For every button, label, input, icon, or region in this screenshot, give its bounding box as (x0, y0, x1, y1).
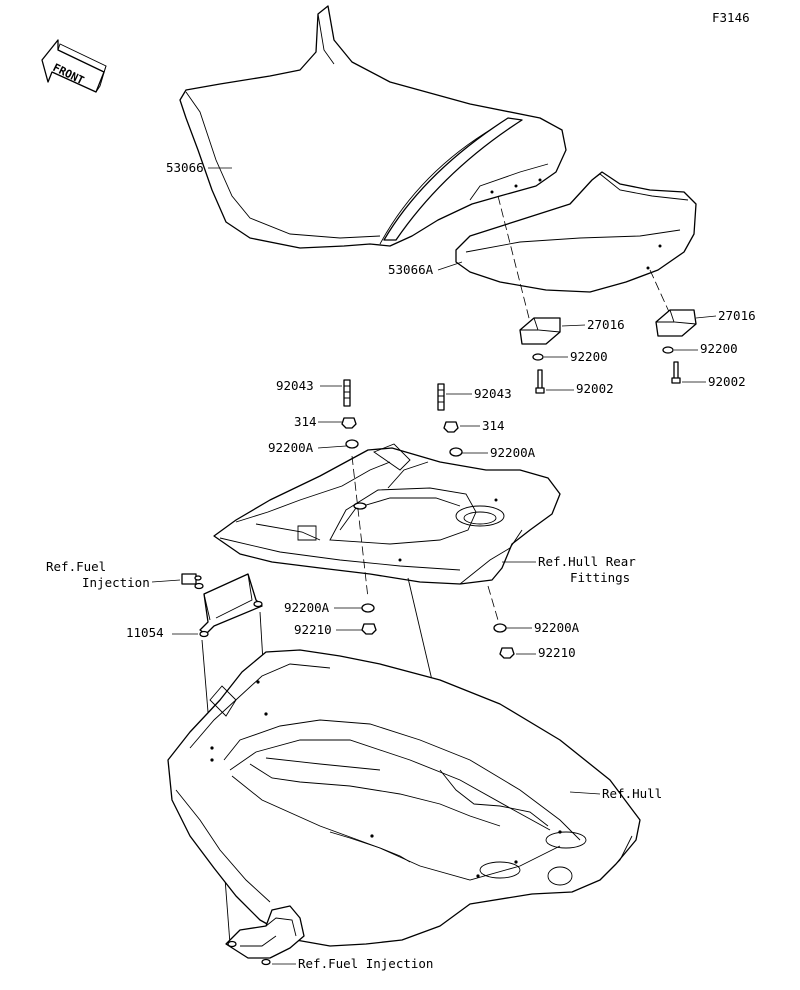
leader-bracket-a (561, 324, 586, 327)
front-seat (179, 5, 567, 249)
label-bracket-a: 27016 (587, 317, 625, 332)
label-nut-left: 314 (294, 414, 317, 429)
leader-seat-rear (437, 261, 463, 271)
front-arrow-icon: FRONT (41, 39, 107, 93)
rear-fitting (213, 443, 561, 585)
leader-ref-fuel (151, 579, 181, 583)
assembly-line-seat-rear (649, 269, 671, 315)
nut-low-left-icon (361, 623, 377, 635)
washer-low-left-icon (361, 603, 375, 613)
label-seat-front: 53066 (166, 160, 204, 175)
label-nut-low-right: 92210 (538, 645, 576, 660)
diagram-code: F3146 (712, 10, 750, 25)
label-ref-fuel-bottom: Ref.Fuel Injection (298, 956, 433, 971)
label-ref-fuel-2: Injection (82, 575, 150, 590)
washer-b-icon (662, 346, 674, 354)
fuel-bolt-icon (181, 573, 204, 590)
fuel-bracket-lower (225, 905, 305, 966)
label-stud-right: 92043 (474, 386, 512, 401)
label-nut-low-left: 92210 (294, 622, 332, 637)
bolt-b-icon (671, 361, 681, 384)
washer-right-icon (449, 447, 463, 457)
nut-right-icon (443, 421, 459, 433)
label-washer-low-right: 92200A (534, 620, 580, 635)
label-bracket-b: 27016 (718, 308, 756, 323)
leader-washer-left (317, 445, 347, 449)
label-ref-fuel-1: Ref.Fuel (46, 559, 106, 574)
label-stud-left: 92043 (276, 378, 314, 393)
label-bolt-b: 92002 (708, 374, 746, 389)
washer-low-right-icon (493, 623, 507, 633)
stud-right-icon (437, 383, 445, 411)
leader-bracket-b (695, 315, 717, 319)
label-washer-right: 92200A (490, 445, 536, 460)
label-washer-b: 92200 (700, 341, 738, 356)
label-bracket: 11054 (126, 625, 164, 640)
latch-bracket-a (519, 317, 561, 345)
label-ref-hull-rear-2: Fittings (570, 570, 630, 585)
label-washer-left: 92200A (268, 440, 314, 455)
leader-ref-hull (569, 791, 601, 795)
assembly-line-seat-front (497, 195, 531, 323)
label-washer-a: 92200 (570, 349, 608, 364)
label-washer-low-left: 92200A (284, 600, 330, 615)
rear-seat (455, 171, 697, 293)
nut-left-icon (341, 417, 357, 429)
mount-bracket (199, 573, 263, 638)
latch-bracket-b (655, 309, 697, 337)
label-bolt-a: 92002 (576, 381, 614, 396)
bolt-a-icon (535, 369, 545, 394)
hull (167, 649, 641, 947)
washer-left-icon (345, 439, 359, 449)
nut-low-right-icon (499, 647, 515, 659)
washer-a-icon (532, 353, 544, 361)
label-seat-rear: 53066A (388, 262, 434, 277)
label-ref-hull-rear-1: Ref.Hull Rear (538, 554, 636, 569)
assembly-line-left-stud (351, 455, 369, 599)
label-nut-right: 314 (482, 418, 505, 433)
label-ref-hull: Ref.Hull (602, 786, 662, 801)
assembly-line-right-stud (487, 585, 499, 621)
stud-left-icon (343, 379, 351, 407)
